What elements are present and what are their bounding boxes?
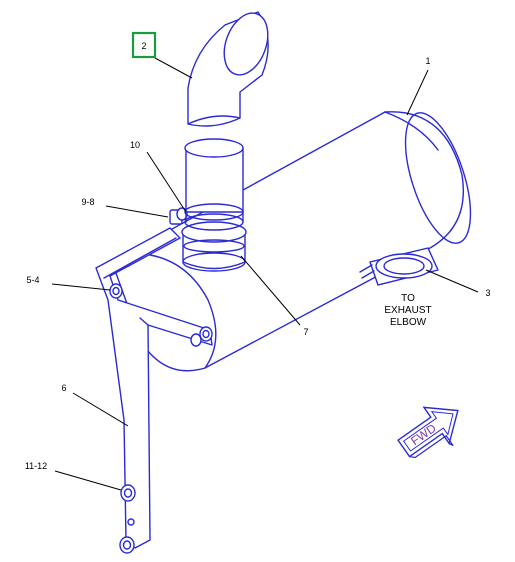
fwd-arrow-icon: FWD — [397, 406, 459, 459]
bolt-5-4 — [109, 283, 123, 299]
callout-10: 10 — [130, 140, 140, 150]
inlet-collar — [181, 221, 247, 272]
callout-9-8: 9-8 — [81, 197, 94, 207]
callout-2-highlight-box — [131, 31, 157, 59]
callout-1: 1 — [425, 56, 430, 66]
note-line-3: ELBOW — [390, 317, 427, 328]
vertical-tube — [184, 138, 244, 231]
muffler-body — [111, 111, 472, 372]
callout-3: 3 — [485, 288, 490, 298]
bolt-9-8 — [169, 207, 188, 225]
callout-6: 6 — [61, 383, 66, 393]
callout-2: 2 — [141, 41, 146, 51]
callout-7: 7 — [303, 327, 308, 337]
callout-11-12: 11-12 — [25, 461, 47, 471]
exhaust-stack — [187, 11, 269, 127]
note-line-2: EXHAUST — [384, 305, 431, 316]
outlet-tube — [359, 247, 439, 286]
bolt-11-12-upper — [120, 484, 136, 502]
leader-lines — [51, 57, 479, 491]
note-line-1: TO — [401, 293, 415, 304]
bolt-bracket-right — [190, 326, 213, 347]
bolt-11-12-lower — [119, 518, 135, 554]
mounting-bracket — [95, 227, 213, 549]
callout-5-4: 5-4 — [26, 275, 39, 285]
